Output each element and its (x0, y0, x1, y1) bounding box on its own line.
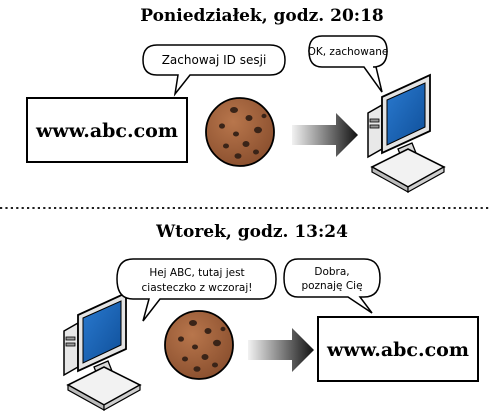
site-speech-bubble: Zachowaj ID sesji (142, 44, 286, 97)
bubble-text-line1: Hej ABC, tutaj jest (149, 267, 244, 279)
scene-title: Wtorek, godz. 13:24 (155, 222, 348, 242)
bubble-text-line1: Dobra, (314, 266, 349, 278)
computer-icon (63, 292, 141, 411)
website-label: www.abc.com (35, 120, 178, 142)
computer-speech-bubble: Hej ABC, tutaj jest ciasteczko z wczoraj… (116, 258, 277, 322)
website-box (317, 316, 479, 382)
bubble-text: OK, zachowane (308, 46, 389, 58)
scene-title: Poniedziałek, godz. 20:18 (140, 6, 383, 26)
website-box (26, 97, 188, 163)
arrow-icon (292, 113, 358, 157)
bubble-text: Zachowaj ID sesji (162, 53, 267, 67)
computer-icon (367, 74, 445, 193)
bubble-text-line2: ciasteczko z wczoraj! (142, 282, 253, 294)
scene-monday: Poniedziałek, godz. 20:18 www.abc.com Za… (26, 6, 445, 193)
scene-tuesday: Wtorek, godz. 13:24 Hej ABC, tutaj jest … (63, 222, 479, 411)
computer-speech-bubble: OK, zachowane (308, 35, 389, 93)
site-speech-bubble: Dobra, poznaję Cię (283, 258, 381, 314)
arrow-icon (248, 328, 314, 372)
website-label: www.abc.com (326, 339, 469, 361)
cookie-icon (164, 310, 234, 380)
cookie-icon (205, 97, 275, 167)
bubble-text-line2: poznaję Cię (301, 280, 362, 292)
